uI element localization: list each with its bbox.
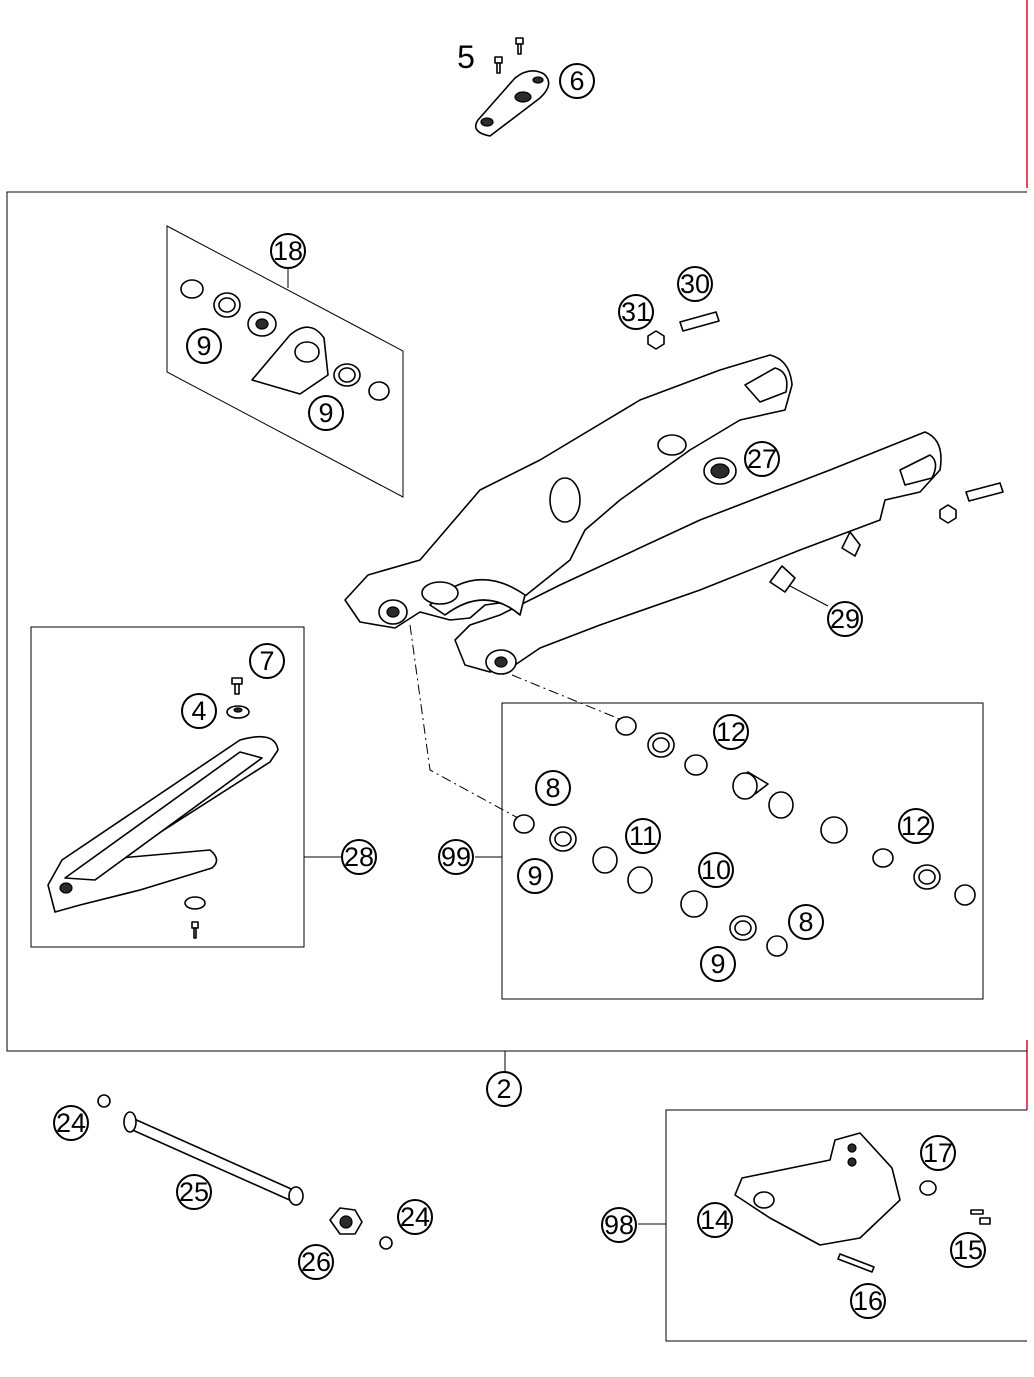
- part-clamp-6: [474, 70, 550, 137]
- callout-17: 17: [920, 1135, 956, 1171]
- callout-9: 9: [517, 858, 553, 894]
- part-screw-lower: [184, 896, 206, 939]
- callout-28: 28: [341, 839, 377, 875]
- callout-6: 6: [559, 63, 595, 99]
- part-axle-nut-26: [329, 1207, 363, 1235]
- callout-24: 24: [397, 1199, 433, 1235]
- svg-text:11: 11: [629, 821, 657, 851]
- svg-text:17: 17: [923, 1138, 953, 1168]
- svg-text:24: 24: [400, 1202, 430, 1232]
- callout-8: 8: [788, 904, 824, 940]
- assembly-axis-line: [409, 624, 519, 819]
- callout-4: 4: [181, 693, 217, 729]
- svg-text:9: 9: [196, 331, 211, 361]
- callout-30: 30: [677, 266, 713, 302]
- callout-9: 9: [186, 328, 222, 364]
- callout-9: 9: [700, 946, 736, 982]
- callout-16: 16: [850, 1283, 886, 1319]
- part-nut-17: [919, 1180, 937, 1196]
- svg-text:8: 8: [545, 773, 560, 803]
- svg-text:4: 4: [191, 696, 206, 726]
- callout-25: 25: [176, 1174, 212, 1210]
- part-chain-guide-14: [734, 1132, 901, 1246]
- svg-text:7: 7: [259, 646, 274, 676]
- callout-15: 15: [950, 1232, 986, 1268]
- assembly-frame-swingarm: [6, 191, 1027, 1052]
- part-chain-slider-28: [47, 735, 279, 913]
- callout-8: 8: [535, 770, 571, 806]
- part-bolt-16: [837, 1253, 875, 1273]
- callout-27: 27: [744, 441, 780, 477]
- svg-text:9: 9: [527, 861, 542, 891]
- svg-text:8: 8: [798, 907, 813, 937]
- svg-text:99: 99: [441, 842, 471, 872]
- svg-text:16: 16: [853, 1286, 883, 1316]
- svg-text:29: 29: [830, 604, 860, 634]
- svg-text:31: 31: [621, 297, 651, 327]
- svg-text:12: 12: [716, 717, 746, 747]
- frame-bearing-kit-99: [501, 702, 984, 1000]
- callout-18: 18: [270, 233, 306, 269]
- svg-text:18: 18: [273, 236, 303, 266]
- svg-text:27: 27: [747, 444, 777, 474]
- svg-text:5: 5: [457, 39, 475, 75]
- svg-text:25: 25: [179, 1177, 209, 1207]
- part-axle-25: [123, 1111, 304, 1206]
- callout-7: 7: [249, 643, 285, 679]
- callout-24: 24: [53, 1105, 89, 1141]
- assembly-axis-line: [511, 674, 623, 721]
- svg-text:30: 30: [680, 269, 710, 299]
- callout-10: 10: [698, 852, 734, 888]
- svg-text:9: 9: [318, 398, 333, 428]
- part-screw-7: [231, 677, 243, 695]
- part-cap-24: [97, 1094, 393, 1250]
- callout-12: 12: [713, 714, 749, 750]
- frame-chain-slider-28: [30, 626, 305, 948]
- svg-text:9: 9: [710, 949, 725, 979]
- frame-bearing-kit-18: [166, 225, 404, 498]
- part-adjuster-bolt-right: [939, 482, 1004, 524]
- callout-2: 2: [486, 1071, 522, 1107]
- part-nut-31: [647, 330, 665, 350]
- callout-99: 99: [438, 839, 474, 875]
- callout-11: 11: [625, 818, 661, 854]
- callout-9: 9: [308, 395, 344, 431]
- callout-5: 5: [457, 39, 475, 75]
- callout-26: 26: [298, 1244, 334, 1280]
- svg-text:24: 24: [56, 1108, 86, 1138]
- callout-14: 14: [697, 1202, 733, 1238]
- svg-text:6: 6: [569, 66, 584, 96]
- part-screw-15: [970, 1209, 991, 1225]
- callout-29: 29: [827, 601, 863, 637]
- part-bearing-kit-99: [513, 716, 976, 957]
- svg-text:26: 26: [301, 1247, 331, 1277]
- svg-text:98: 98: [604, 1210, 634, 1240]
- svg-text:12: 12: [901, 811, 931, 841]
- callout-98: 98: [601, 1207, 637, 1243]
- part-bearing-kit-18: [180, 279, 390, 401]
- leader-line: [789, 585, 829, 607]
- part-washer-4: [226, 705, 250, 719]
- part-swingarm: [344, 354, 942, 675]
- svg-text:15: 15: [953, 1235, 983, 1265]
- part-screw-5: [494, 37, 524, 74]
- callout-31: 31: [618, 294, 654, 330]
- svg-text:14: 14: [700, 1205, 730, 1235]
- part-adjuster-bolt-30: [679, 311, 720, 332]
- callout-12: 12: [898, 808, 934, 844]
- part-insert-27: [703, 457, 737, 485]
- svg-text:2: 2: [496, 1074, 511, 1104]
- svg-text:28: 28: [344, 842, 374, 872]
- svg-text:10: 10: [701, 855, 731, 885]
- frame-chain-guide-98: [665, 1109, 1027, 1342]
